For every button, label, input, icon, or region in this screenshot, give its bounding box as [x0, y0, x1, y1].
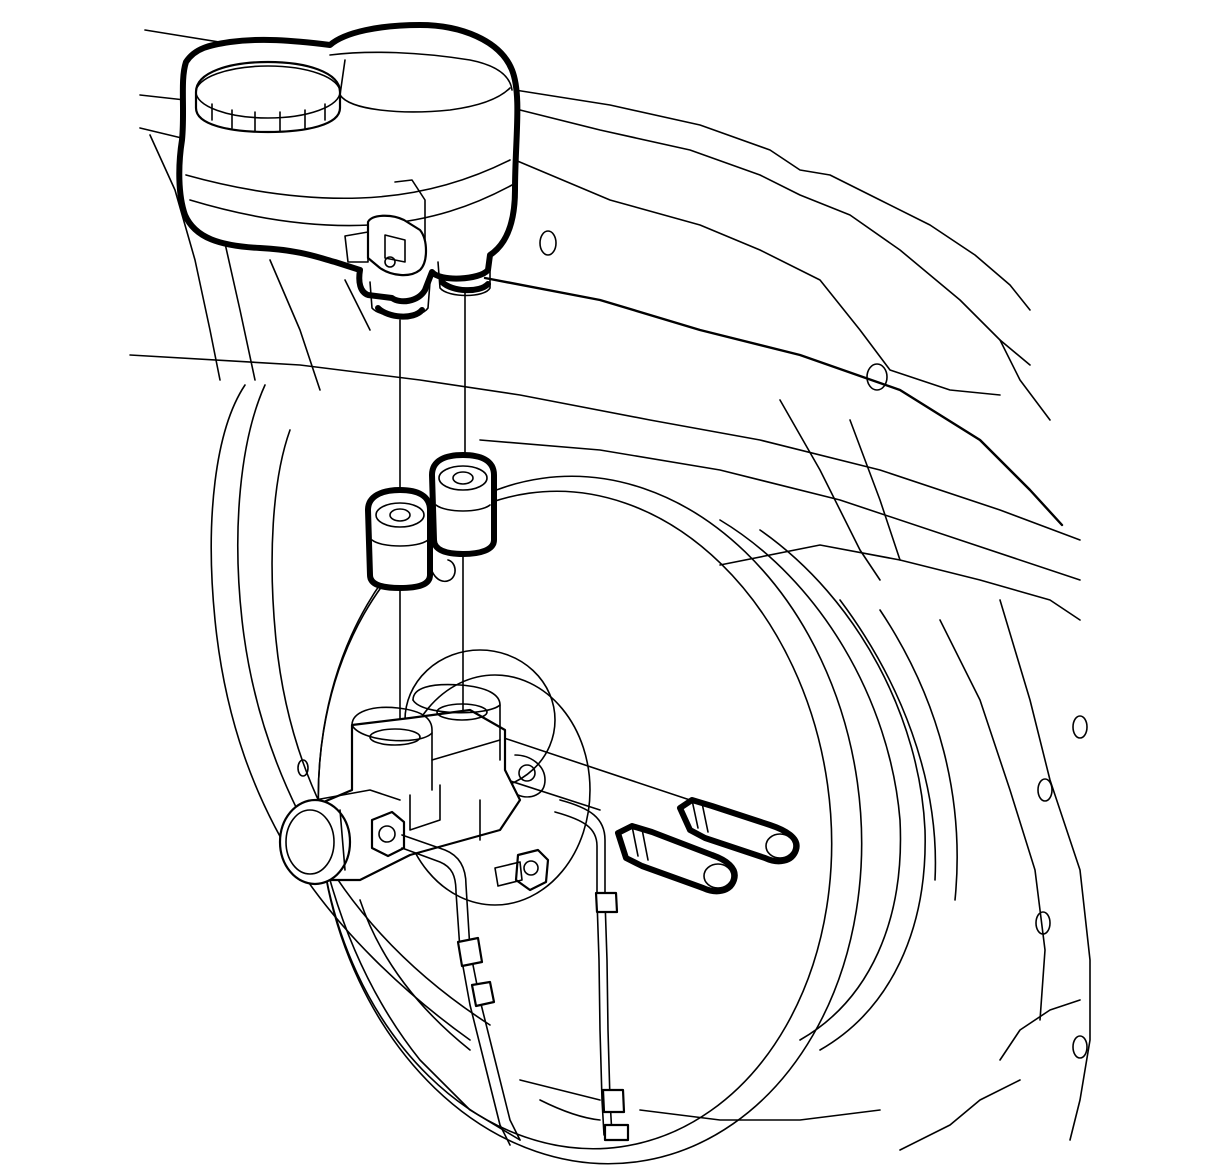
retaining-pin-upper	[677, 797, 800, 865]
master-cylinder	[278, 683, 550, 892]
brake-booster	[317, 475, 958, 1165]
reservoir	[176, 22, 521, 320]
grommet-rear	[365, 487, 433, 591]
grommet-front	[429, 452, 497, 582]
brake-pipes	[401, 799, 630, 1146]
retaining-pin-lower	[615, 823, 738, 895]
